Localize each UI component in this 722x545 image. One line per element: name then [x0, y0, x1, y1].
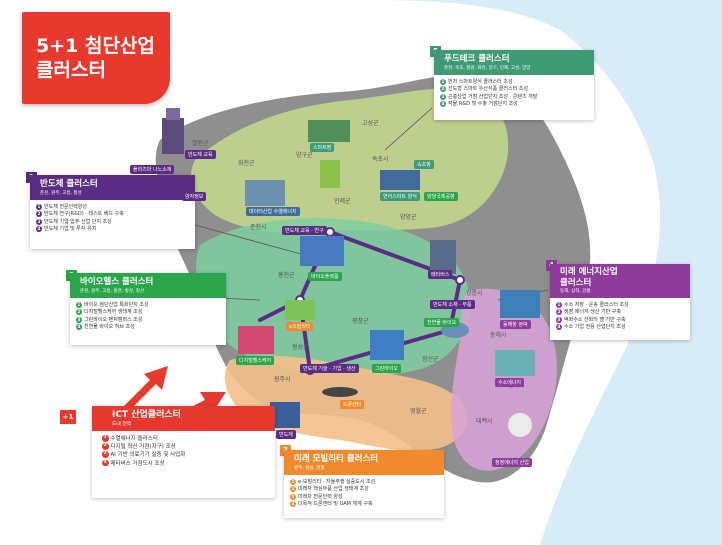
facility-tag: 반도체 교육	[185, 150, 216, 159]
bio-title: 바이오헬스 클러스터	[80, 277, 154, 287]
place-label: 정선군	[422, 356, 439, 363]
facility-tag: 메타버스	[428, 270, 453, 279]
place-label: 횡성군	[292, 344, 309, 351]
mobility-sub: 원주, 횡성, 영월	[294, 466, 325, 471]
semiconductor-sub: 춘천, 원주, 고흥, 횡성	[40, 191, 82, 196]
semiconductor-title: 반도체 클러스터	[40, 179, 98, 189]
sea	[370, 0, 722, 545]
facility-tag: 플라즈마 나노소재	[130, 165, 175, 174]
place-label: 태백시	[476, 418, 493, 425]
facility-tag: 속초항	[414, 160, 434, 169]
facility-tag: 그린바이오	[372, 364, 402, 373]
facility-tag: 스마트팜	[310, 143, 335, 152]
bio-sub: 춘천, 원주, 고흥, 홍천, 횡성, 정선	[80, 289, 144, 294]
facility-tag: 양양국제공항	[424, 192, 458, 201]
place-label: 양구군	[296, 152, 313, 159]
place-label: 고성군	[362, 120, 379, 127]
place-label: 인제군	[334, 198, 351, 205]
place-label: 영월군	[410, 408, 427, 415]
facility-tag: 청정에너지 산업	[492, 458, 532, 467]
facility-icons	[162, 108, 540, 437]
facility-tag: 동해항 정박	[500, 320, 531, 329]
facility-tag: 디지털헬스케어	[236, 356, 275, 365]
place-label: 평창군	[352, 318, 369, 325]
facility-tag: e모빌리티	[286, 322, 314, 331]
main-title: 5+1 첨단산업 클러스터	[22, 12, 170, 104]
place-label: 원주시	[274, 376, 291, 383]
facility-tag: 바이오플랫폼	[308, 272, 342, 281]
facility-tag: 데이터산업 수열에너지	[246, 207, 300, 216]
place-label: 철원군	[192, 140, 209, 147]
foodtech-panel: 푸드테크 클러스터 춘천, 속초, 철원, 화천, 양구, 인제, 고성, 양양…	[434, 50, 594, 120]
facility-tag: 반도체 소재 · 부품	[430, 300, 475, 309]
title-line2: 클러스터	[36, 59, 106, 81]
foodtech-title: 푸드테크 클러스터	[444, 54, 510, 64]
place-label: 속초시	[372, 156, 389, 163]
place-label: 동해시	[490, 332, 507, 339]
place-label: 홍천군	[278, 272, 295, 279]
energy-title: 미래 에너지산업	[560, 267, 618, 277]
facility-tag: 천연물 바이오	[424, 318, 460, 327]
facility-tag: 드론센터	[340, 400, 365, 409]
energy-sub: 동해, 삼척, 강릉	[560, 289, 591, 294]
place-label: 강릉시	[466, 290, 483, 297]
mobility-title: 미래 모빌리티 클러스터	[294, 454, 379, 464]
ict-number: +1	[60, 410, 76, 424]
place-label: 화천군	[238, 160, 255, 167]
place-label: 양양군	[400, 214, 417, 221]
facility-tag: 반도체 기술 · 기업 · 생산	[300, 364, 359, 373]
facility-tag: 수소에너지	[495, 378, 525, 387]
facility-tag: 양자정보	[182, 192, 207, 201]
facility-tag: 연어스마트 양식	[380, 192, 420, 201]
title-line1: 5+1 첨단산업	[36, 35, 155, 57]
place-label: 춘천시	[250, 224, 267, 231]
facility-tag: 반도체 교육 · 연구	[282, 226, 327, 235]
ict-title: ICT 산업클러스터	[92, 406, 275, 422]
facility-tag: 반도체	[276, 430, 296, 439]
foodtech-sub: 춘천, 속초, 철원, 화천, 양구, 인제, 고성, 양양	[444, 66, 531, 71]
energy-title2: 클러스터	[560, 278, 592, 288]
ict-sub: 도내 전역	[92, 422, 275, 431]
